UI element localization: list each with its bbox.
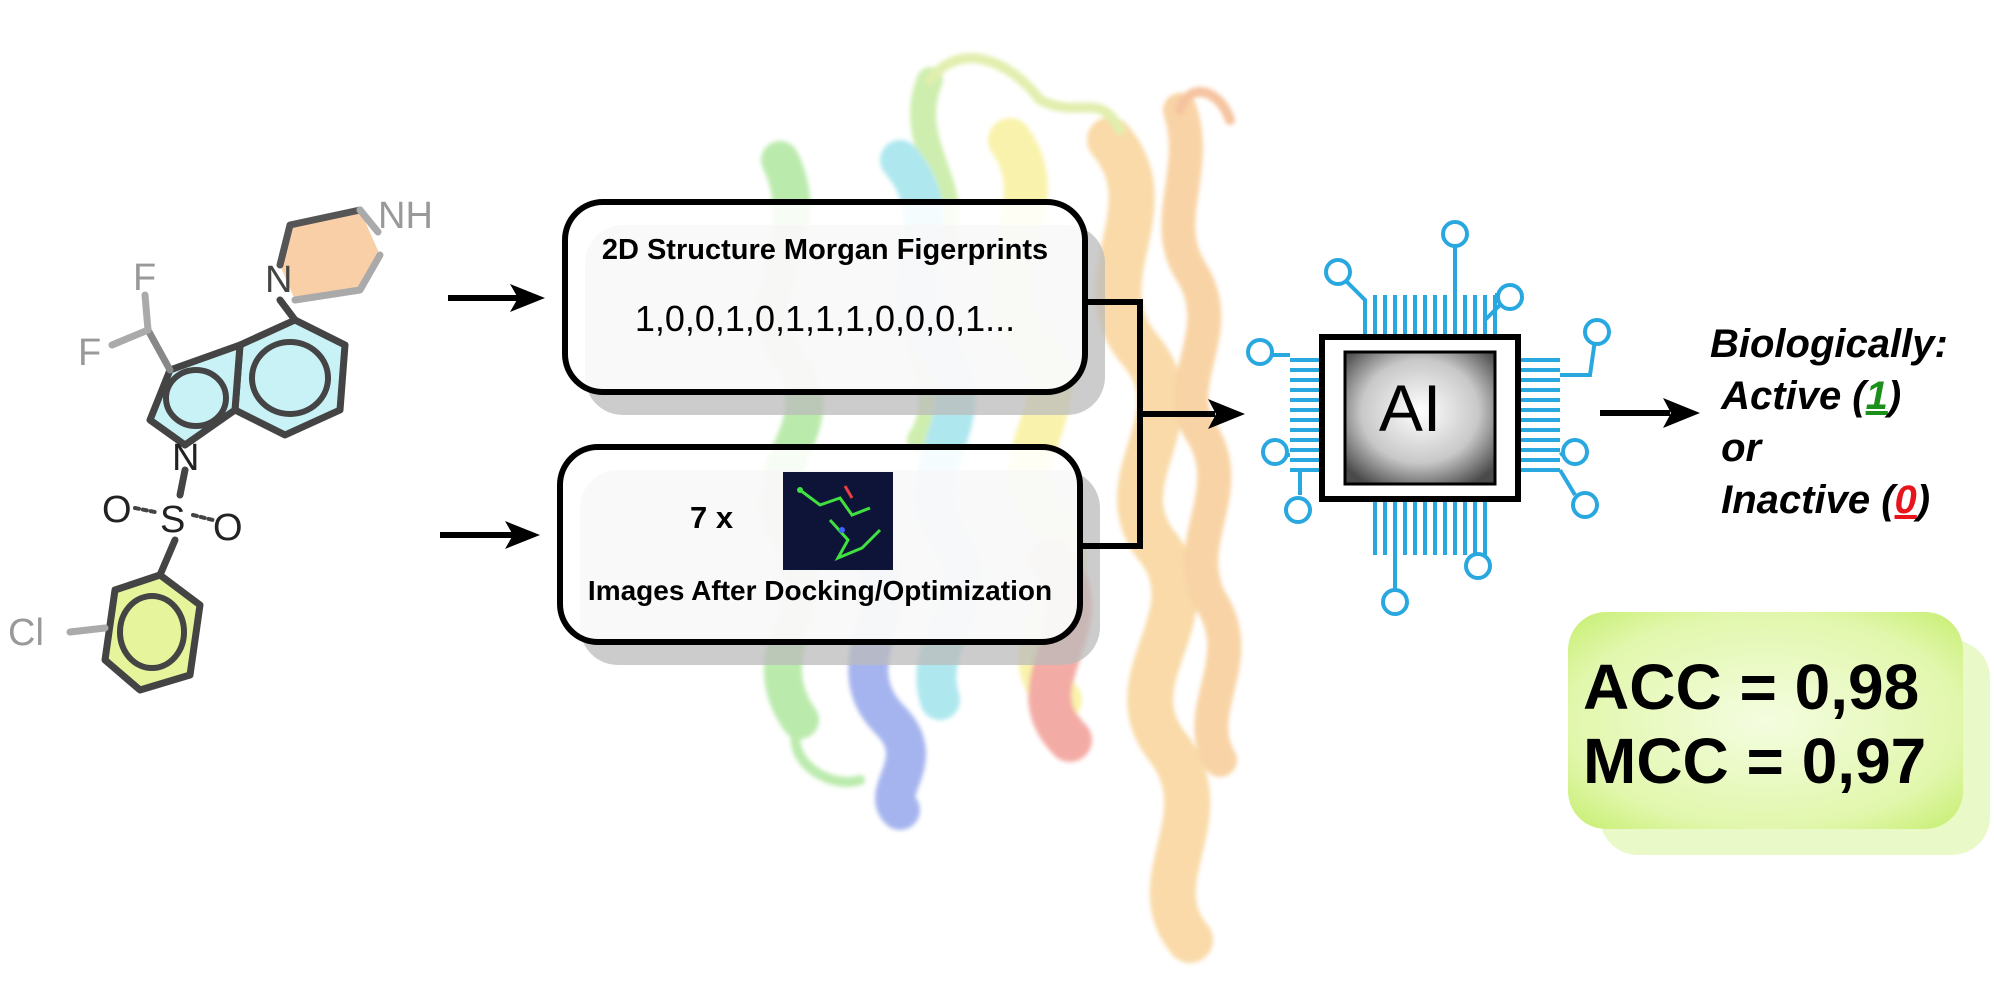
metrics-text: ACC = 0,98 MCC = 0,97: [1583, 650, 1926, 798]
active-value: 1: [1865, 374, 1888, 418]
fingerprint-title: 2D Structure Morgan Figerprints: [601, 234, 1049, 266]
merge-connector: [1080, 299, 1143, 549]
result-inactive: Inactive (0): [1721, 478, 1931, 522]
inactive-value: 0: [1894, 478, 1917, 522]
atom-o2: O: [213, 507, 243, 549]
result-or: or: [1721, 426, 1762, 470]
activity-result: Biologically: Active (1) or Inactive (0): [1710, 318, 1948, 526]
atom-o1: O: [102, 489, 132, 531]
metrics-box: [1568, 612, 1963, 829]
ai-chip-core: [1343, 350, 1497, 486]
result-active: Active (1): [1721, 374, 1902, 418]
piperazine-bond-light: [291, 251, 384, 304]
arrow-to-fingerprints: [448, 284, 545, 312]
atom-n-indole: N: [172, 437, 199, 479]
result-heading: Biologically:: [1710, 322, 1948, 366]
arrow-to-docking: [440, 521, 540, 549]
helix-orange-2: [1161, 93, 1242, 777]
fingerprint-bits: 1,0,0,1,0,1,1,1,0,0,0,1...: [634, 298, 1016, 339]
metric-mcc: MCC = 0,97: [1583, 725, 1927, 797]
helix-orange: [1087, 117, 1213, 963]
atom-nh: NH: [378, 195, 433, 237]
atom-s: S: [160, 499, 185, 541]
loop-orange: [1175, 86, 1235, 125]
atom-f2: F: [78, 332, 101, 374]
piperazine-bond-dark: [276, 206, 364, 269]
arrow-to-result: [1600, 398, 1700, 428]
loop-top: [925, 53, 1125, 135]
docking-title: Images After Docking/Optimization: [587, 575, 1053, 606]
atom-n-piperazine: N: [265, 259, 292, 301]
docking-image-count: 7 x: [690, 500, 734, 535]
metric-acc: ACC = 0,98: [1583, 651, 1920, 723]
loop-green-bottom: [790, 715, 865, 787]
ai-chip-label: AI: [1378, 371, 1442, 445]
docking-pose-thumbnail: [783, 472, 893, 570]
piperazine-ring: [280, 210, 380, 300]
fingerprint-box: [562, 199, 1088, 395]
arrow-to-ai: [1140, 399, 1245, 429]
atom-f1: F: [133, 257, 156, 299]
atom-cl: Cl: [8, 612, 44, 654]
